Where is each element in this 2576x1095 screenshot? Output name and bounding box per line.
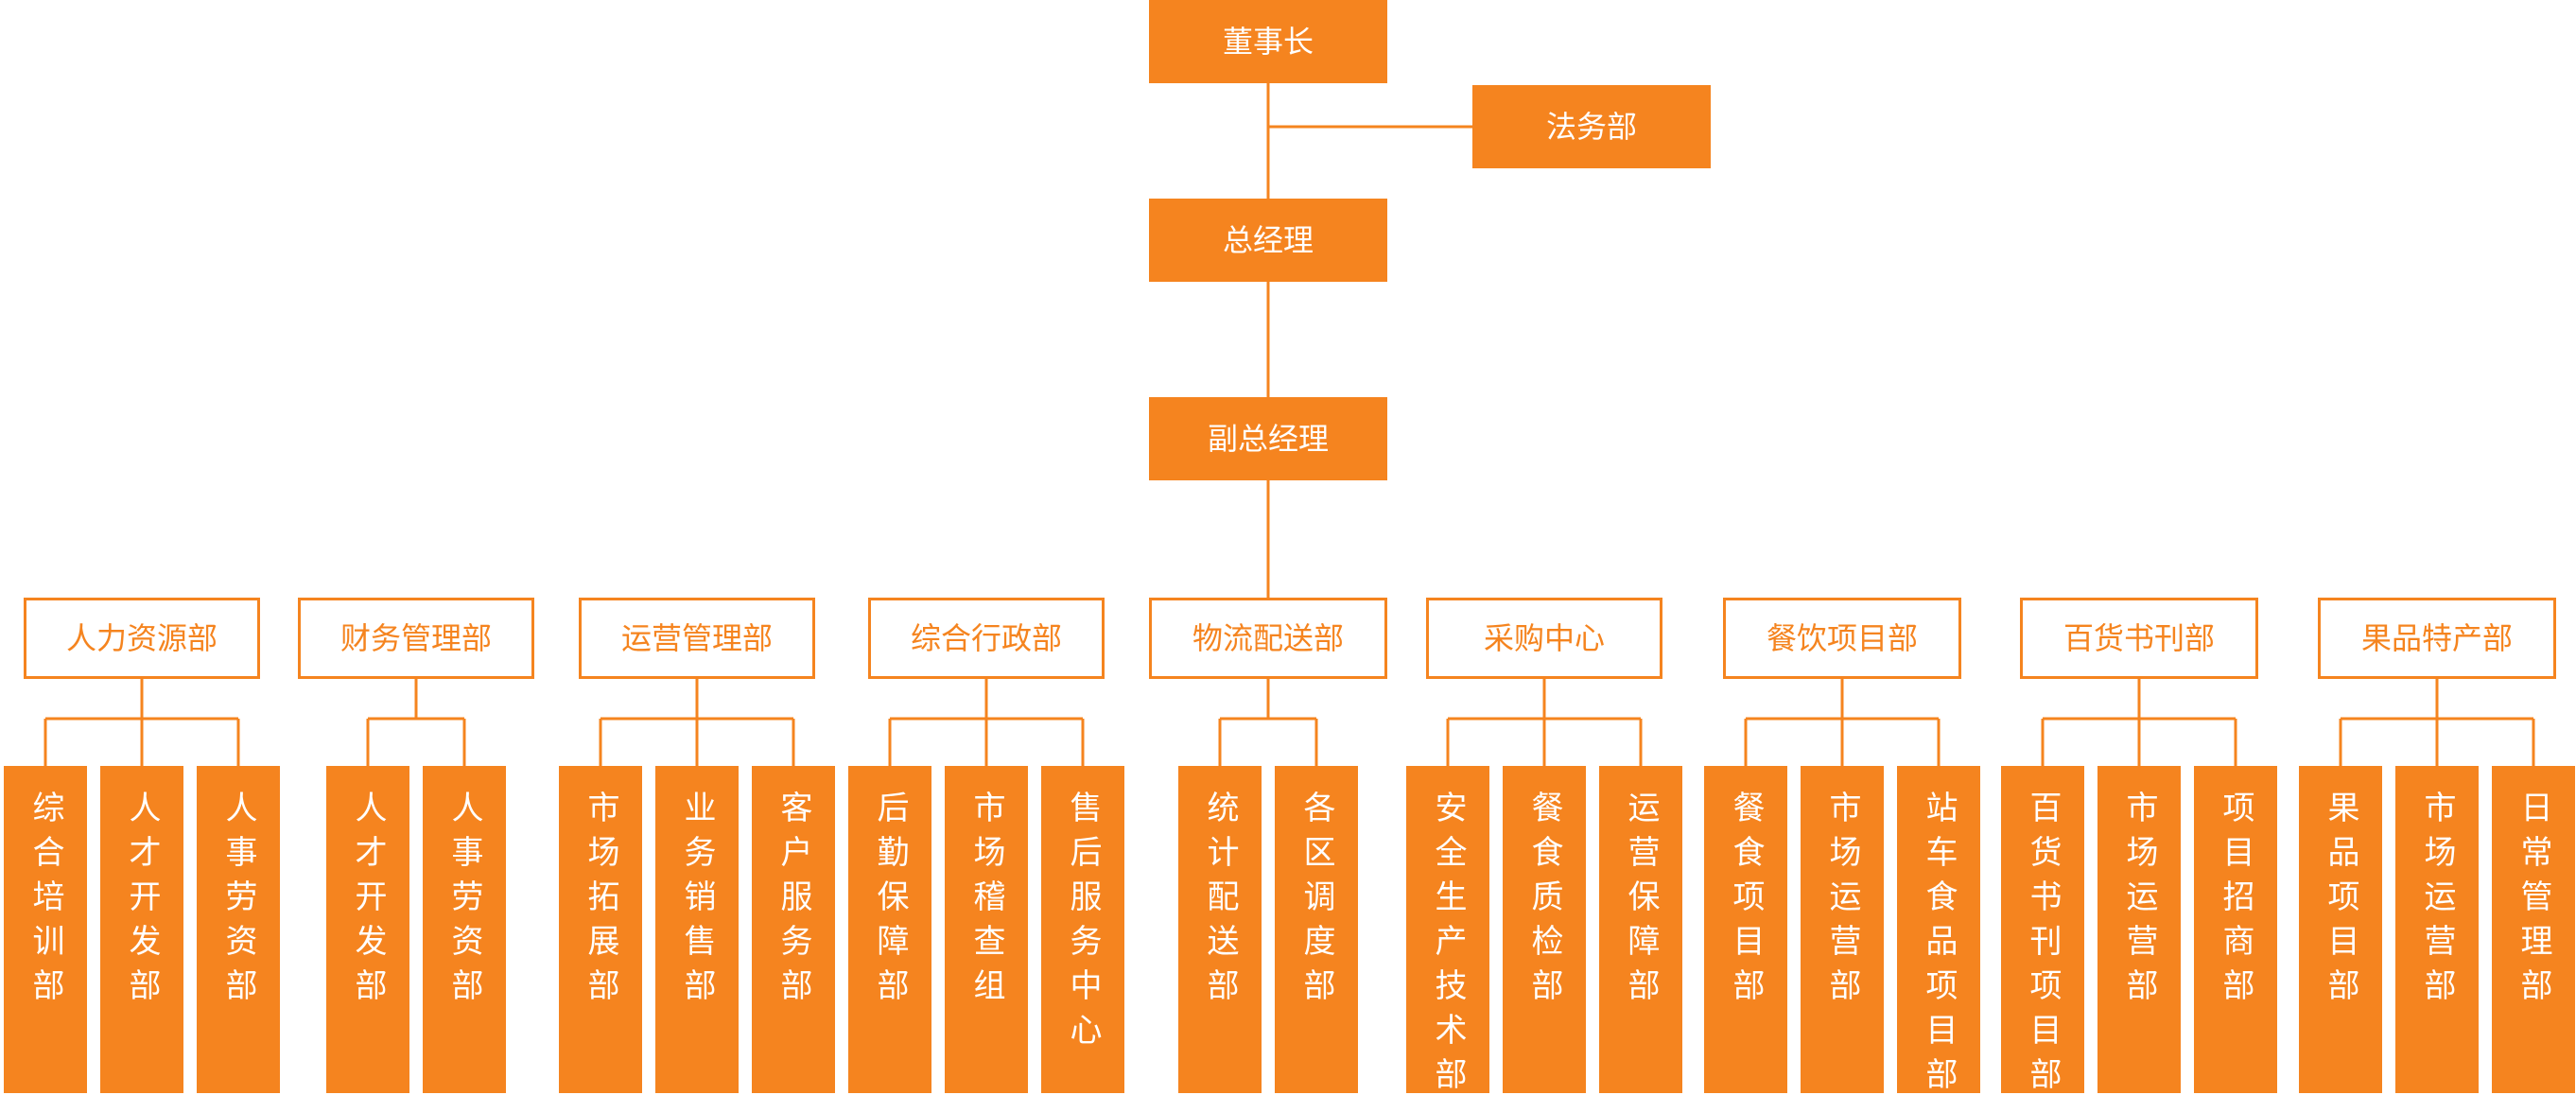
department-box: 人力资源部 [24,598,260,679]
sub-department-box: 日常管理部 [2492,766,2575,1093]
sub-department-box: 综合培训部 [4,766,87,1093]
sub-department-label: 市场拓展部 [582,791,619,1013]
sub-department-label: 安全生产技术部 [1429,791,1467,1095]
sub-department-label: 运营保障部 [1622,791,1660,1013]
department-box: 餐饮项目部 [1723,598,1961,679]
department-label: 采购中心 [1483,620,1605,656]
department-label: 运营管理部 [620,620,773,656]
sub-department-box: 市场运营部 [2097,766,2181,1093]
sub-department-label: 市场稽查组 [967,791,1005,1013]
department-box: 百货书刊部 [2020,598,2258,679]
sub-department-box: 后勤保障部 [848,766,931,1093]
sub-department-label: 市场运营部 [2418,791,2456,1013]
sub-department-box: 统计配送部 [1178,766,1262,1093]
sub-department-label: 人事劳资部 [219,791,257,1013]
sub-department-label: 售后服务中心 [1064,791,1102,1057]
chairman-box: 董事长 [1149,0,1387,83]
sub-department-label: 人事劳资部 [445,791,483,1013]
sub-department-box: 百货书刊项目部 [2001,766,2084,1095]
sub-department-box: 餐食项目部 [1704,766,1787,1093]
department-box: 综合行政部 [868,598,1105,679]
department-label: 百货书刊部 [2063,620,2215,656]
sub-department-box: 市场拓展部 [559,766,642,1093]
sub-department-box: 安全生产技术部 [1406,766,1489,1095]
department-box: 运营管理部 [579,598,815,679]
general-manager-box: 总经理 [1149,199,1387,282]
sub-department-label: 项目招商部 [2217,791,2254,1013]
department-label: 果品特产部 [2360,620,2513,656]
department-label: 物流配送部 [1192,620,1344,656]
sub-department-label: 百货书刊项目部 [2024,791,2062,1095]
sub-department-box: 运营保障部 [1599,766,1682,1093]
sub-department-box: 餐食质检部 [1503,766,1586,1093]
sub-department-label: 人才开发部 [123,791,161,1013]
sub-department-box: 人事劳资部 [197,766,280,1093]
sub-department-box: 各区调度部 [1275,766,1358,1093]
department-label: 人力资源部 [65,620,218,656]
department-label: 餐饮项目部 [1766,620,1918,656]
sub-department-label: 日常管理部 [2515,791,2552,1013]
sub-department-label: 后勤保障部 [871,791,909,1013]
sub-department-label: 各区调度部 [1297,791,1335,1013]
sub-department-box: 站车食品项目部 [1897,766,1980,1095]
department-box: 采购中心 [1426,598,1662,679]
sub-department-label: 市场运营部 [2120,791,2158,1013]
sub-department-box: 售后服务中心 [1041,766,1124,1093]
sub-department-label: 站车食品项目部 [1920,791,1958,1095]
deputy-general-manager-box: 副总经理 [1149,397,1387,480]
sub-department-label: 综合培训部 [26,791,64,1013]
deputy-general-manager-label: 副总经理 [1207,421,1329,457]
sub-department-label: 统计配送部 [1201,791,1239,1013]
sub-department-label: 市场运营部 [1823,791,1861,1013]
sub-department-box: 项目招商部 [2194,766,2277,1093]
sub-department-box: 人事劳资部 [423,766,506,1093]
sub-department-box: 客户服务部 [752,766,835,1093]
sub-department-box: 市场运营部 [1801,766,1884,1093]
sub-department-label: 果品项目部 [2322,791,2359,1013]
sub-department-box: 业务销售部 [655,766,739,1093]
sub-department-box: 人才开发部 [326,766,409,1093]
legal-department-label: 法务部 [1545,109,1637,145]
sub-department-box: 人才开发部 [100,766,183,1093]
department-label: 综合行政部 [910,620,1062,656]
sub-department-label: 餐食质检部 [1525,791,1563,1013]
sub-department-label: 人才开发部 [349,791,387,1013]
sub-department-label: 业务销售部 [678,791,716,1013]
department-box: 物流配送部 [1149,598,1387,679]
department-box: 财务管理部 [298,598,534,679]
general-manager-label: 总经理 [1222,222,1314,258]
department-label: 财务管理部 [339,620,492,656]
legal-department-box: 法务部 [1472,85,1711,168]
sub-department-box: 市场运营部 [2395,766,2479,1093]
sub-department-label: 客户服务部 [775,791,812,1013]
department-box: 果品特产部 [2318,598,2556,679]
sub-department-box: 市场稽查组 [945,766,1028,1093]
sub-department-box: 果品项目部 [2299,766,2382,1093]
chairman-label: 董事长 [1222,24,1314,60]
sub-department-label: 餐食项目部 [1727,791,1765,1013]
